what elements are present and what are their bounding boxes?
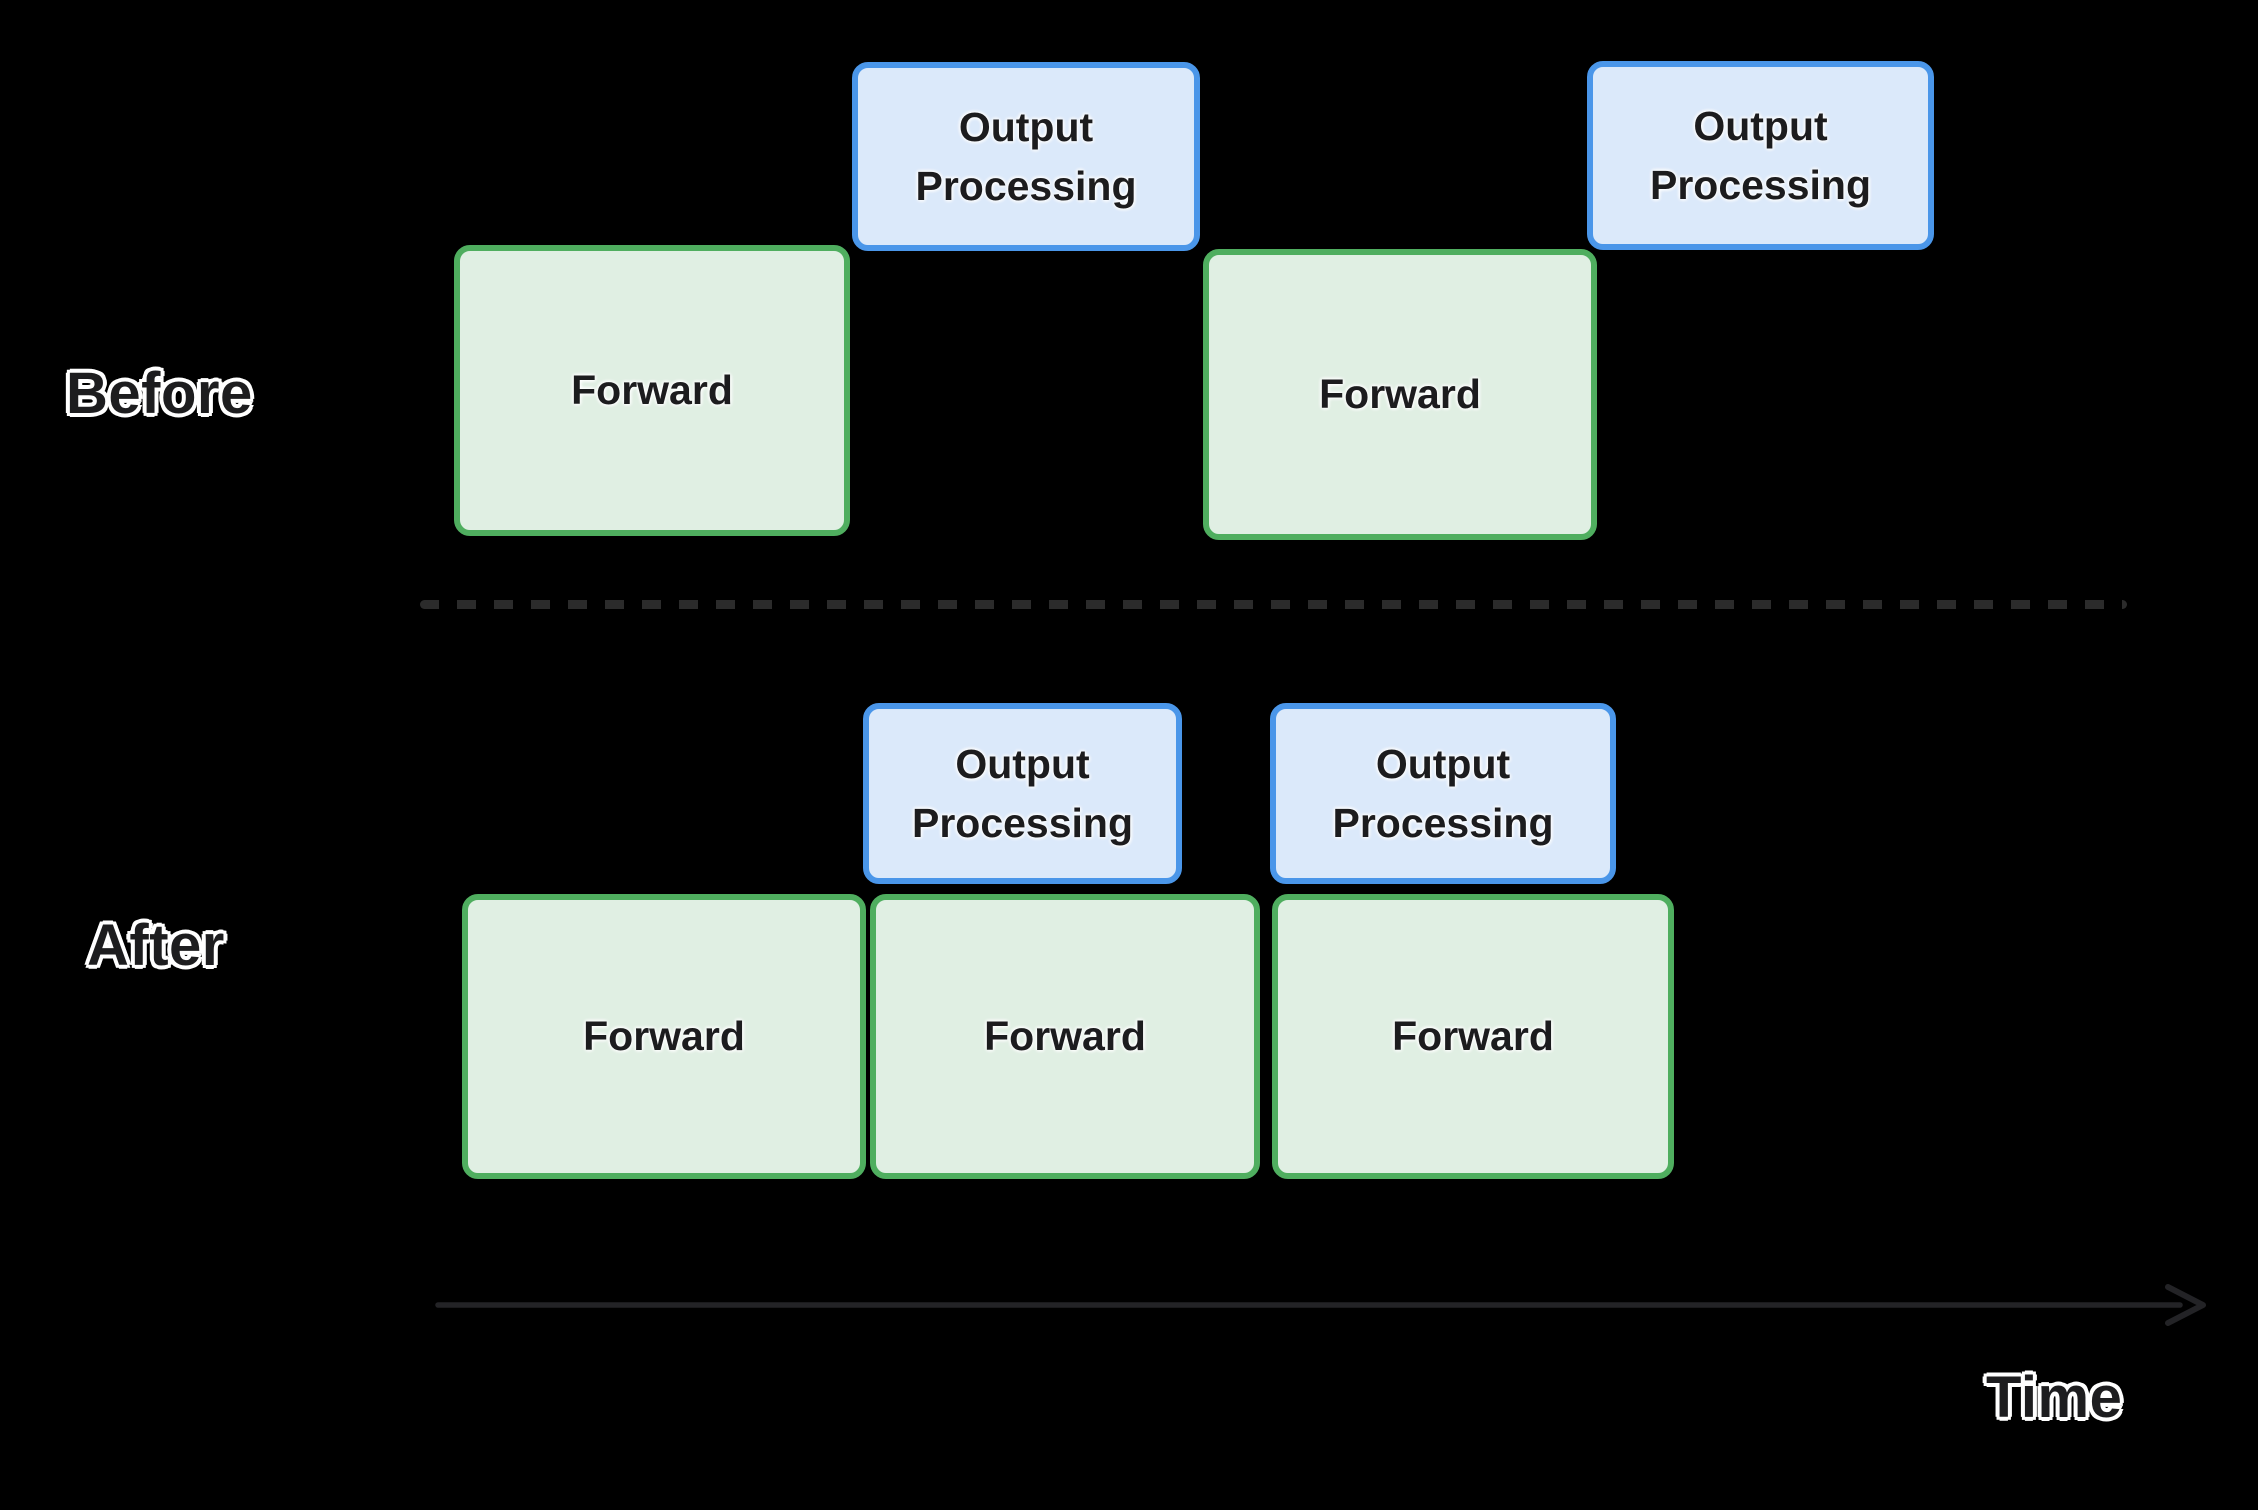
row-label-before: Before [66, 361, 253, 426]
box-label: Forward [571, 367, 733, 414]
box-label: Output Processing [1332, 741, 1554, 846]
output-processing-box: Output Processing [863, 703, 1182, 884]
forward-box: Forward [1203, 249, 1597, 540]
row-label-after: After [87, 913, 225, 978]
box-label: Output Processing [915, 104, 1137, 209]
box-label: Output Processing [911, 741, 1134, 846]
output-processing-box: Output Processing [1587, 61, 1934, 250]
time-axis-label: Time [1986, 1365, 2123, 1430]
rows-divider-dashed-line [420, 600, 2127, 609]
output-processing-box: Output Processing [1270, 703, 1616, 884]
box-label: Forward [583, 1013, 745, 1060]
output-processing-box: Output Processing [852, 62, 1200, 251]
forward-box: Forward [454, 245, 850, 536]
forward-box: Forward [462, 894, 866, 1179]
forward-box: Forward [870, 894, 1260, 1179]
forward-box: Forward [1272, 894, 1674, 1179]
box-label: Forward [1319, 371, 1481, 418]
box-label: Output Processing [1649, 103, 1872, 208]
box-label: Forward [984, 1013, 1146, 1060]
time-arrow-icon [435, 1284, 2206, 1326]
box-label: Forward [1392, 1013, 1554, 1060]
